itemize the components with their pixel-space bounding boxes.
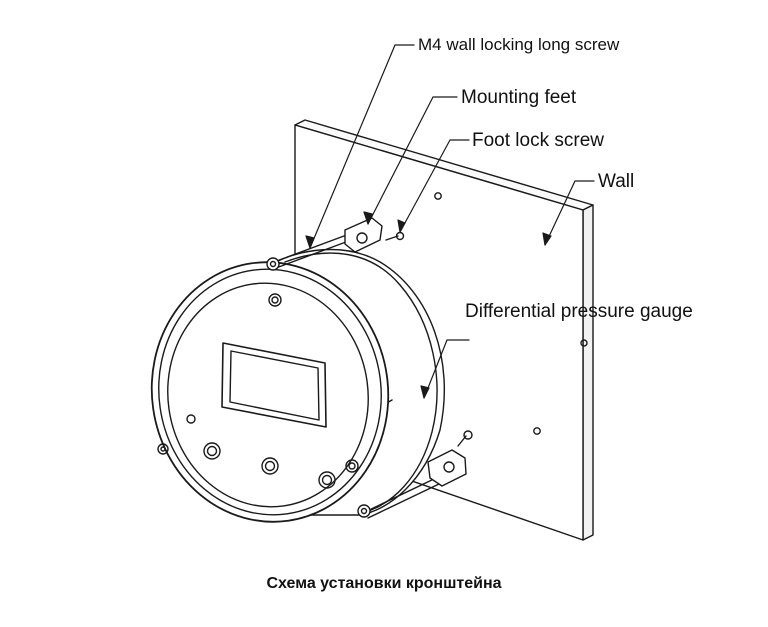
label-mounting-feet: Mounting feet (461, 87, 577, 108)
label-gauge: Differential pressure gauge (465, 301, 693, 322)
callout-leaders (305, 44, 595, 399)
button-holes (203, 442, 359, 489)
diagram-caption: Схема установки кронштейна (266, 575, 502, 592)
gauge-front (150, 261, 390, 523)
label-wall: Wall (598, 171, 635, 192)
display-window (221, 342, 327, 428)
label-m4-screw: M4 wall locking long screw (418, 35, 620, 54)
lower-mounting-foot (157, 430, 473, 519)
label-foot-lock-screw: Foot lock screw (472, 130, 604, 151)
upper-mounting-foot (266, 217, 405, 271)
